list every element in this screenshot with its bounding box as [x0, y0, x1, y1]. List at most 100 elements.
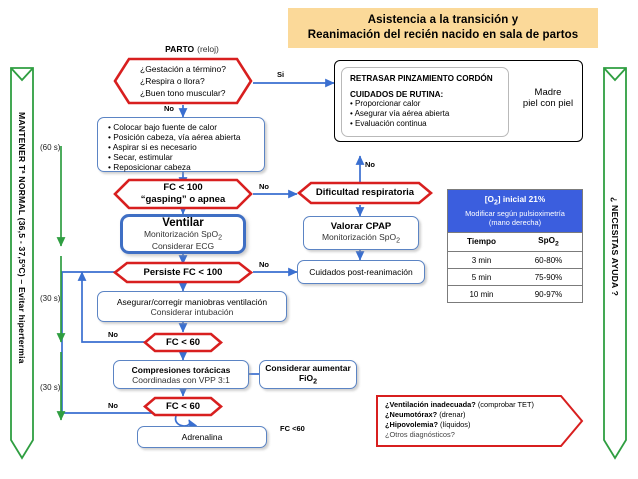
trouble-a-1: (comprobar TET) — [477, 400, 534, 409]
fc60-second-label: FC < 60 — [165, 400, 201, 412]
asegurar-corregir-box[interactable]: Asegurar/corregir maniobras ventilación … — [97, 291, 287, 322]
trouble-a-3: (líquidos) — [440, 420, 471, 429]
hexagon-shape — [113, 57, 253, 105]
routine-step-1: • Colocar bajo fuente de calor — [108, 122, 217, 132]
edge-label-no-1: No — [164, 104, 174, 113]
retrasar-title: RETRASAR PINZAMIENTO CORDÓN — [350, 74, 493, 83]
birth-label: PARTO (reloj) — [137, 42, 247, 55]
table-row: 10 min 90-97% — [448, 285, 582, 303]
cuidados-post-box[interactable]: Cuidados post-reanimación — [297, 260, 425, 284]
birth-label-rest: (reloj) — [197, 43, 219, 54]
cpap-line2: Monitorización SpO2 — [322, 232, 400, 245]
spo2-col-spo2-text: SpO — [538, 236, 556, 246]
spo2-col-spo2-sub: 2 — [555, 240, 559, 248]
asegurar-line2: Considerar intubación — [150, 306, 234, 317]
left-green-bar-label: MANTENER Tª NORMAL (36,5 - 37,5ºC) – Evi… — [17, 112, 27, 364]
decision-initial-assessment[interactable]: ¿Gestación a término? ¿Respira o llora? … — [113, 57, 253, 105]
ventilar-spo2: Monitorización SpO2 — [144, 229, 222, 242]
spo2-time-1: 3 min — [448, 251, 515, 269]
aumentar-fio2-box[interactable]: Considerar aumentar FiO2 — [259, 360, 357, 389]
ventilar-title: Ventilar — [162, 216, 204, 229]
routine-step-2: • Posición cabeza, vía aérea abierta — [108, 131, 241, 142]
spo2-col-spo2: SpO2 — [515, 231, 582, 252]
cpap-line1: Valorar CPAP — [330, 221, 392, 233]
birth-label-strong: PARTO — [165, 43, 195, 54]
spo2-time-3: 10 min — [448, 285, 515, 303]
trouble-a-2: (drenar) — [439, 410, 466, 419]
time-mark-30s-2: (30 s) — [40, 383, 61, 392]
fc100-line1: FC < 100 — [163, 182, 203, 193]
spo2-reference-table[interactable]: [O2] inicial 21% Modificar según pulsiox… — [447, 189, 583, 304]
cuidados-item-3: • Evaluación continua — [350, 119, 427, 128]
spo2-o2-open: [O — [484, 194, 494, 204]
retrasar-pinzamiento-outer[interactable]: RETRASAR PINZAMIENTO CORDÓN CUIDADOS DE … — [334, 60, 583, 142]
decision-fc100-gasping[interactable]: FC < 100 “gasping” o apnea — [113, 178, 253, 210]
compresiones-line2: Coordinadas con VPP 3:1 — [132, 374, 230, 385]
edge-label-no-3: No — [365, 160, 375, 169]
ventilar-box[interactable]: Ventilar Monitorización SpO2 Considerar … — [120, 214, 246, 254]
cuidados-post-label: Cuidados post-reanimación — [309, 267, 413, 277]
cpap-spo2-sub: 2 — [396, 236, 401, 245]
ventilar-spo2-sub: 2 — [218, 233, 223, 242]
page-title-banner: Asistencia a la transición y Reanimación… — [288, 8, 598, 48]
compresiones-line1: Compresiones torácicas — [131, 364, 231, 375]
fio2-text: FiO — [298, 373, 314, 384]
edge-label-no-6: No — [108, 401, 118, 410]
troubleshooting-box[interactable]: ¿Ventilación inadecuada? (comprobar TET)… — [375, 394, 584, 448]
ventilar-ecg: Considerar ECG — [151, 241, 215, 252]
spo2-values-table: Tiempo SpO2 3 min 60-80% 5 min 75-90% 10… — [448, 231, 582, 303]
edge-label-fc60-loop: FC <60 — [280, 424, 305, 433]
spo2-o2-rest: ] inicial 21% — [497, 194, 546, 204]
assessment-q3: ¿Buen tono muscular? — [140, 88, 226, 98]
troubleshooting-list: ¿Ventilación inadecuada? (comprobar TET)… — [385, 400, 534, 440]
decision-persiste-fc100[interactable]: Persiste FC < 100 — [113, 261, 253, 284]
decision-dificultad-respiratoria[interactable]: Dificultad respiratoria — [297, 181, 433, 205]
trouble-row-1: ¿Ventilación inadecuada? (comprobar TET) — [385, 400, 534, 410]
table-row: 3 min 60-80% — [448, 251, 582, 269]
spo2-value-2: 75-90% — [515, 268, 582, 286]
cpap-spo2-text: Monitorización SpO — [321, 232, 397, 243]
cuidados-item-2: • Asegurar vía aérea abierta — [350, 109, 450, 118]
trouble-row-4: ¿Otros diagnósticos? — [385, 430, 534, 440]
hexagon-shape — [113, 261, 253, 284]
hexagon-shape — [297, 181, 433, 205]
fio2-line1: Considerar aumentar — [265, 363, 351, 374]
trouble-q-1: ¿Ventilación inadecuada? — [385, 400, 476, 409]
spo2-time-2: 5 min — [448, 268, 515, 286]
compresiones-box[interactable]: Compresiones torácicas Coordinadas con V… — [113, 360, 249, 389]
page-title-line1: Asistencia a la transición y — [367, 14, 519, 26]
routine-steps-box[interactable]: • Colocar bajo fuente de calor • Posició… — [97, 117, 265, 172]
spo2-o2-sub: 2 — [493, 199, 498, 207]
spo2-header-line2: Modificar según pulsioximetría — [465, 208, 565, 218]
trouble-row-3: ¿Hipovolemia? (líquidos) — [385, 420, 534, 430]
asegurar-line1: Asegurar/corregir maniobras ventilación — [116, 296, 268, 307]
right-green-bar-label: ¿ NECESITAS AYUDA ? — [610, 197, 620, 297]
ventilar-spo2-text: Monitorización SpO — [143, 228, 219, 239]
pentagon-arrow-shape — [376, 395, 584, 447]
spo2-column-headers: Tiempo SpO2 — [448, 231, 582, 252]
adrenalina-label: Adrenalina — [181, 432, 223, 442]
hexagon-shape — [113, 178, 253, 210]
decision-fc60-first[interactable]: FC < 60 — [143, 332, 223, 353]
fio2-sub: 2 — [313, 377, 318, 386]
spo2-header-line3: (mano derecha) — [488, 217, 542, 227]
spo2-value-1: 60-80% — [515, 251, 582, 269]
edge-label-si: Si — [277, 70, 285, 79]
adrenalina-box[interactable]: Adrenalina — [137, 426, 267, 448]
valorar-cpap-box[interactable]: Valorar CPAP Monitorización SpO2 — [303, 216, 419, 250]
trouble-q-4: ¿Otros diagnósticos? — [385, 430, 455, 439]
edge-label-no-2: No — [259, 182, 269, 191]
decision-fc60-second[interactable]: FC < 60 — [143, 396, 223, 417]
routine-step-4: • Secar, estimular — [108, 151, 173, 162]
assessment-q2: ¿Respira o llora? — [140, 76, 205, 86]
cuidados-rutina-subtitle: CUIDADOS DE RUTINA: — [350, 90, 444, 99]
edge-label-no-5: No — [108, 330, 118, 339]
hexagon-shape — [143, 332, 223, 353]
fc60-first-label: FC < 60 — [165, 336, 201, 348]
persiste-fc100-label: Persiste FC < 100 — [143, 266, 223, 278]
spo2-value-3: 90-97% — [515, 285, 582, 303]
spo2-header-line1: [O2] inicial 21% — [450, 194, 580, 209]
edge-label-no-4: No — [259, 260, 269, 269]
fio2-line2: FiO2 — [299, 373, 317, 386]
cuidados-item-1: • Proporcionar calor — [350, 99, 421, 108]
